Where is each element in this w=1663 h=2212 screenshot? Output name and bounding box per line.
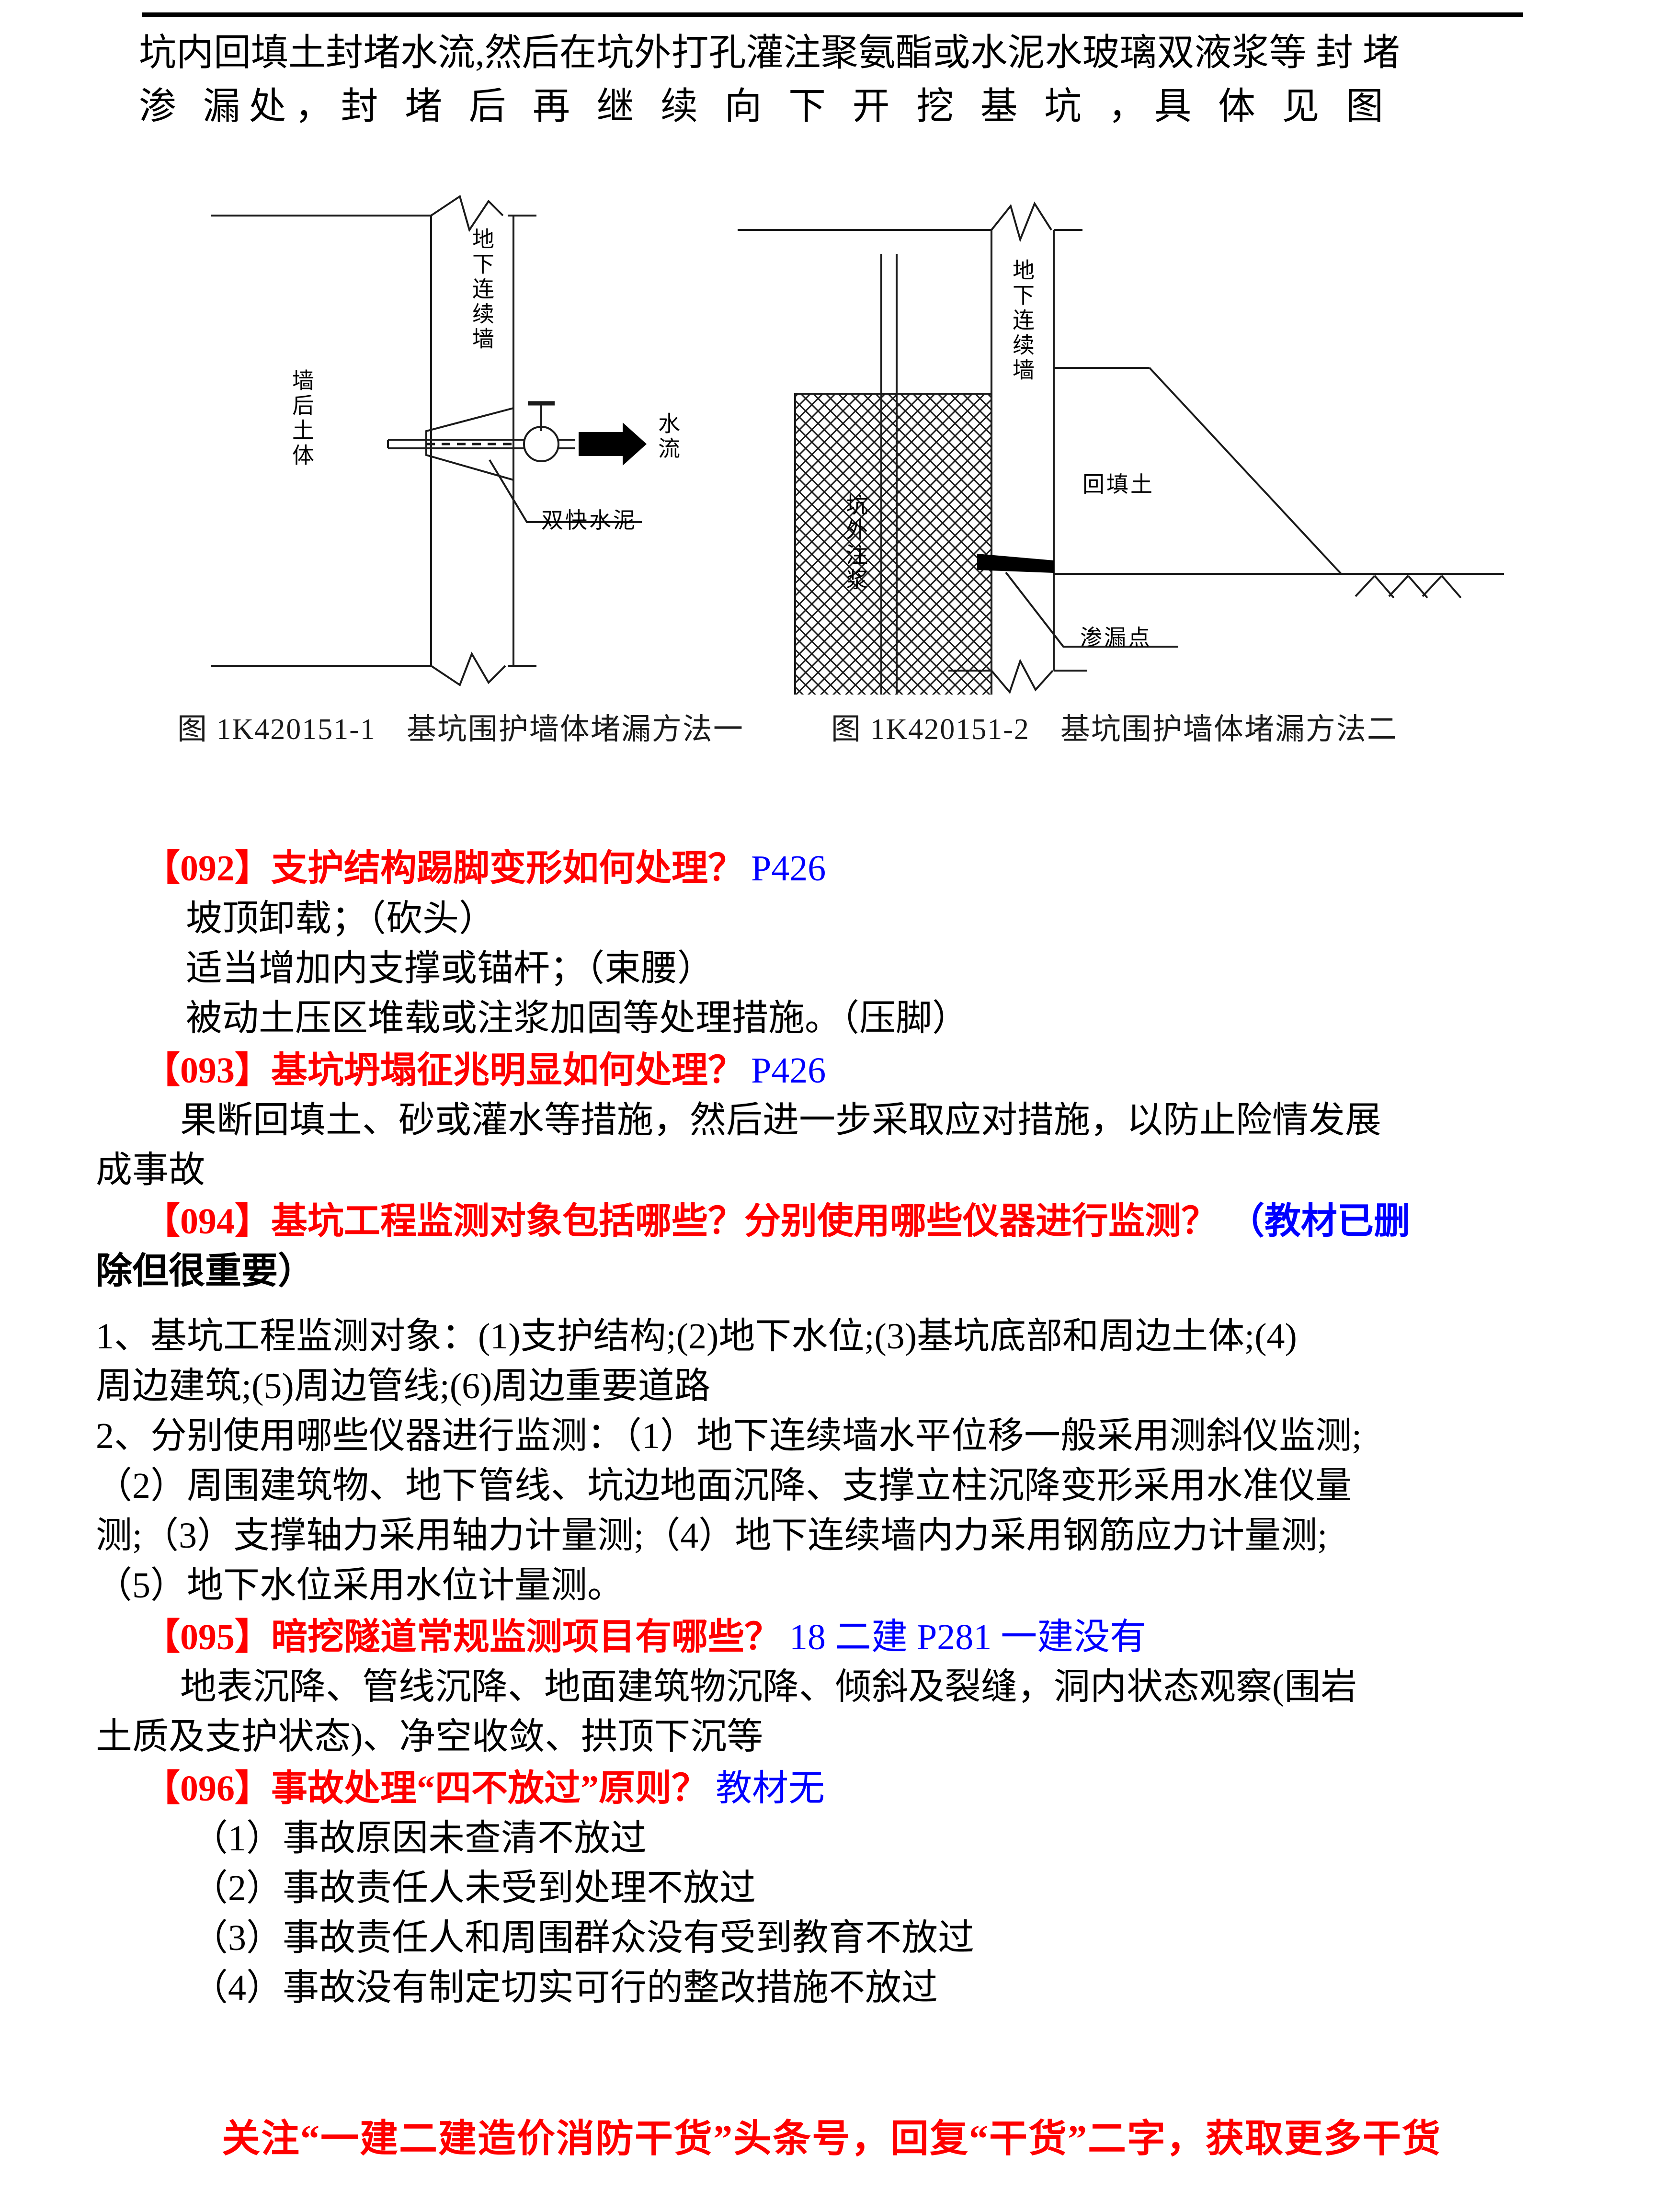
water-flow-arrow <box>579 422 647 466</box>
section-093-heading: 【093】基坑坍塌征兆明显如何处理？P426 <box>144 1049 826 1092</box>
figure-1K420151-2: 坑外注浆 地下连续墙 回填土 渗漏点 <box>718 187 1504 695</box>
leak-band <box>977 554 1054 573</box>
section-096-line-3: （3）事故责任人和周围群众没有受到教育不放过 <box>192 1918 974 1958</box>
section-092-line-1: 坡顶卸载；（砍头） <box>186 899 495 939</box>
figure-caption-2: 图 1K420151-2 基坑围护墙体堵漏方法二 <box>831 713 1398 746</box>
label-outside-pit-grouting: 坑外注浆 <box>843 493 867 593</box>
figure-1K420151-1: 墙后土体 地下连续墙 水流 双快水泥 <box>192 187 699 695</box>
section-095-number: 【095】 <box>144 1617 271 1657</box>
label-rapid-cement: 双快水泥 <box>541 508 637 533</box>
section-093-number: 【093】 <box>144 1050 271 1091</box>
section-094-line-1: 1、基坑工程监测对象：(1)支护结构;(2)地下水位;(3)基坑底部和周边土体;… <box>96 1316 1297 1357</box>
section-092-title: 支护结构踢脚变形如何处理？ <box>271 848 744 889</box>
section-096-line-4: （4）事故没有制定切实可行的整改措施不放过 <box>192 1968 938 2008</box>
section-092-line-2: 适当增加内支撑或锚杆；（束腰） <box>186 948 714 989</box>
top-horizontal-rule <box>142 12 1523 17</box>
label-backfill-soil: 回填土 <box>1082 472 1154 497</box>
intro-line-2: 渗 漏处，封 堵 后 再 继 续 向 下 开 挖 基 坑 ，具 体 见 图 <box>139 85 1392 127</box>
figure-group: 墙后土体 地下连续墙 水流 双快水泥 <box>139 187 1528 752</box>
section-094-line-4: （2）周围建筑物、地下管线、坑边地面沉降、支撑立柱沉降变形采用水准仪量 <box>96 1466 1352 1506</box>
section-094-line-2: 周边建筑;(5)周边管线;(6)周边重要道路 <box>96 1366 711 1406</box>
section-096-heading: 【096】事故处理“四不放过”原则？教材无 <box>144 1767 825 1810</box>
section-094-title: 基坑工程监测对象包括哪些？分别使用哪些仪器进行监测？ <box>271 1201 1218 1242</box>
section-095-line-2: 土质及支护状态)、净空收敛、拱顶下沉等 <box>96 1717 763 1757</box>
section-094-line-5: 测;（3）支撑轴力采用轴力计量测;（4）地下连续墙内力采用钢筋应力计量测; <box>96 1516 1328 1556</box>
section-092-heading: 【092】支护结构踢脚变形如何处理？P426 <box>144 847 826 890</box>
section-096-line-2: （2）事故责任人未受到处理不放过 <box>192 1868 756 1908</box>
label-soil-behind-wall: 墙后土体 <box>289 369 314 468</box>
section-096-line-1: （1）事故原因未查清不放过 <box>192 1818 647 1859</box>
footer-promo-text: 关注“一建二建造价消防干货”头条号，回复“干货”二字，获取更多干货 <box>222 2118 1441 2160</box>
section-094-ref-cont: 除但很重要） <box>96 1251 314 1291</box>
section-095-ref: 18 二建 P281 一建没有 <box>789 1617 1147 1657</box>
section-092-line-3: 被动土压区堆载或注浆加固等处理措施。（压脚） <box>186 998 968 1038</box>
section-096-number: 【096】 <box>144 1768 271 1809</box>
section-094-line-6: （5）地下水位采用水位计量测。 <box>96 1565 624 1606</box>
section-093-ref: P426 <box>751 1050 826 1091</box>
section-094-number: 【094】 <box>144 1201 271 1242</box>
section-092-ref: P426 <box>751 848 826 889</box>
section-094-ref: （教材已删 <box>1228 1201 1410 1242</box>
section-095-heading: 【095】暗挖隧道常规监测项目有哪些？18 二建 P281 一建没有 <box>144 1616 1146 1659</box>
section-096-title: 事故处理“四不放过”原则？ <box>271 1768 708 1809</box>
section-092-number: 【092】 <box>144 848 271 889</box>
label-diaphragm-wall-1: 地下连续墙 <box>469 228 494 352</box>
section-093-line-2: 成事故 <box>96 1150 205 1190</box>
section-095-line-1: 地表沉降、管线沉降、地面建筑物沉降、倾斜及裂缝，洞内状态观察(围岩 <box>144 1667 1357 1707</box>
section-095-title: 暗挖隧道常规监测项目有哪些？ <box>271 1617 781 1657</box>
figure-caption-1: 图 1K420151-1 基坑围护墙体堵漏方法一 <box>177 713 744 746</box>
section-093-title: 基坑坍塌征兆明显如何处理？ <box>271 1050 744 1091</box>
intro-paragraph: 坑内回填土封堵水流,然后在坑外打孔灌注聚氨酯或水泥水玻璃双液浆等 封 堵 渗 漏… <box>139 26 1528 133</box>
intro-line-1: 坑内回填土封堵水流,然后在坑外打孔灌注聚氨酯或水泥水玻璃双液浆等 封 堵 <box>139 32 1400 73</box>
section-094-heading: 【094】基坑工程监测对象包括哪些？分别使用哪些仪器进行监测？（教材已删 <box>144 1200 1410 1243</box>
label-leak-point: 渗漏点 <box>1080 626 1152 650</box>
section-096-ref: 教材无 <box>716 1768 825 1809</box>
label-water-flow: 水流 <box>655 412 680 462</box>
label-diaphragm-wall-2: 地下连续墙 <box>1010 259 1034 383</box>
section-094-line-3: 2、分别使用哪些仪器进行监测：（1）地下连续墙水平位移一般采用测斜仪监测; <box>96 1416 1362 1456</box>
section-093-line-1: 果断回填土、砂或灌水等措施，然后进一步采取应对措施，以防止险情发展 <box>144 1100 1381 1140</box>
